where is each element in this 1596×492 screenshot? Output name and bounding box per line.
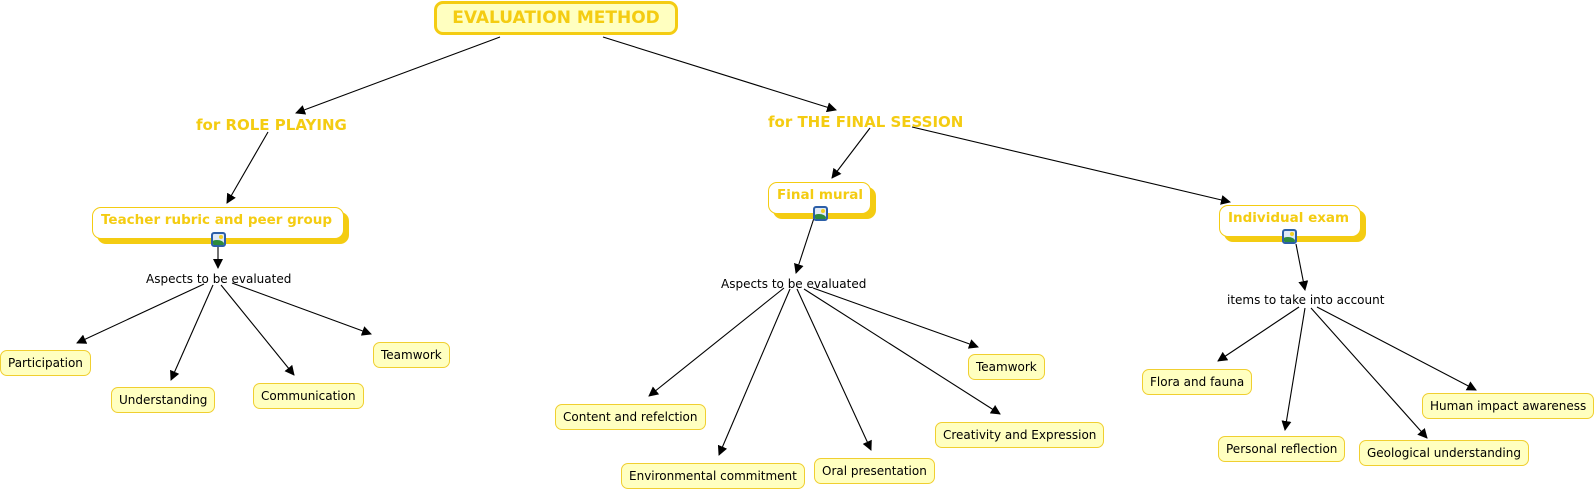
- link-aspects-teamwork: [231, 282, 372, 336]
- link-mural-aspects: [794, 217, 815, 274]
- linking-phrase-final-session[interactable]: for THE FINAL SESSION: [768, 113, 964, 131]
- leaf-geological-understanding[interactable]: Geological understanding: [1359, 440, 1529, 466]
- leaf-teamwork-role[interactable]: Teamwork: [373, 342, 450, 368]
- link-aspects2-environment: [717, 288, 791, 456]
- link-roleplaying-teacher: [226, 131, 269, 204]
- link-items-geological: [1310, 307, 1428, 439]
- leaf-content-reflection[interactable]: Content and refelction: [555, 404, 706, 430]
- link-aspects-communication: [220, 284, 295, 376]
- link-aspects-participation: [76, 283, 205, 344]
- leaf-communication[interactable]: Communication: [253, 383, 364, 409]
- leaf-creativity-expression[interactable]: Creativity and Expression: [935, 422, 1105, 448]
- image-attachment-icon[interactable]: [813, 206, 828, 221]
- link-items-flora: [1217, 306, 1300, 362]
- link-finalsession-mural: [831, 127, 871, 179]
- leaf-oral-presentation[interactable]: Oral presentation: [814, 458, 935, 484]
- image-attachment-icon[interactable]: [211, 232, 226, 247]
- image-attachment-icon[interactable]: [1282, 229, 1297, 244]
- linking-phrase-aspects-role[interactable]: Aspects to be evaluated: [146, 272, 292, 286]
- linking-phrase-items[interactable]: items to take into account: [1227, 293, 1385, 307]
- link-root-finalsession: [602, 36, 837, 113]
- leaf-environmental-commitment[interactable]: Environmental commitment: [621, 463, 805, 489]
- link-aspects2-teamwork: [812, 287, 979, 349]
- leaf-understanding[interactable]: Understanding: [111, 387, 216, 413]
- link-items-human: [1316, 306, 1477, 391]
- link-aspects-understanding: [170, 284, 214, 381]
- link-items-personal: [1281, 307, 1306, 431]
- link-aspects2-creativity: [803, 288, 1001, 415]
- link-aspects2-content: [648, 287, 785, 397]
- linking-phrase-role-playing[interactable]: for ROLE PLAYING: [196, 116, 347, 134]
- leaf-flora-fauna[interactable]: Flora and fauna: [1142, 369, 1253, 395]
- leaf-participation[interactable]: Participation: [0, 350, 91, 376]
- link-exam-items: [1295, 243, 1309, 291]
- link-aspects2-oral: [796, 288, 872, 451]
- leaf-teamwork-mural[interactable]: Teamwork: [968, 354, 1045, 380]
- root-concept[interactable]: EVALUATION METHOD: [434, 1, 678, 35]
- linking-phrase-aspects-mural[interactable]: Aspects to be evaluated: [721, 277, 867, 291]
- link-root-roleplaying: [295, 36, 501, 115]
- leaf-personal-reflection[interactable]: Personal reflection: [1218, 436, 1346, 462]
- leaf-human-impact[interactable]: Human impact awareness: [1422, 393, 1595, 419]
- concept-teacher-rubric[interactable]: Teacher rubric and peer group: [92, 207, 344, 239]
- link-finalsession-exam: [911, 126, 1231, 205]
